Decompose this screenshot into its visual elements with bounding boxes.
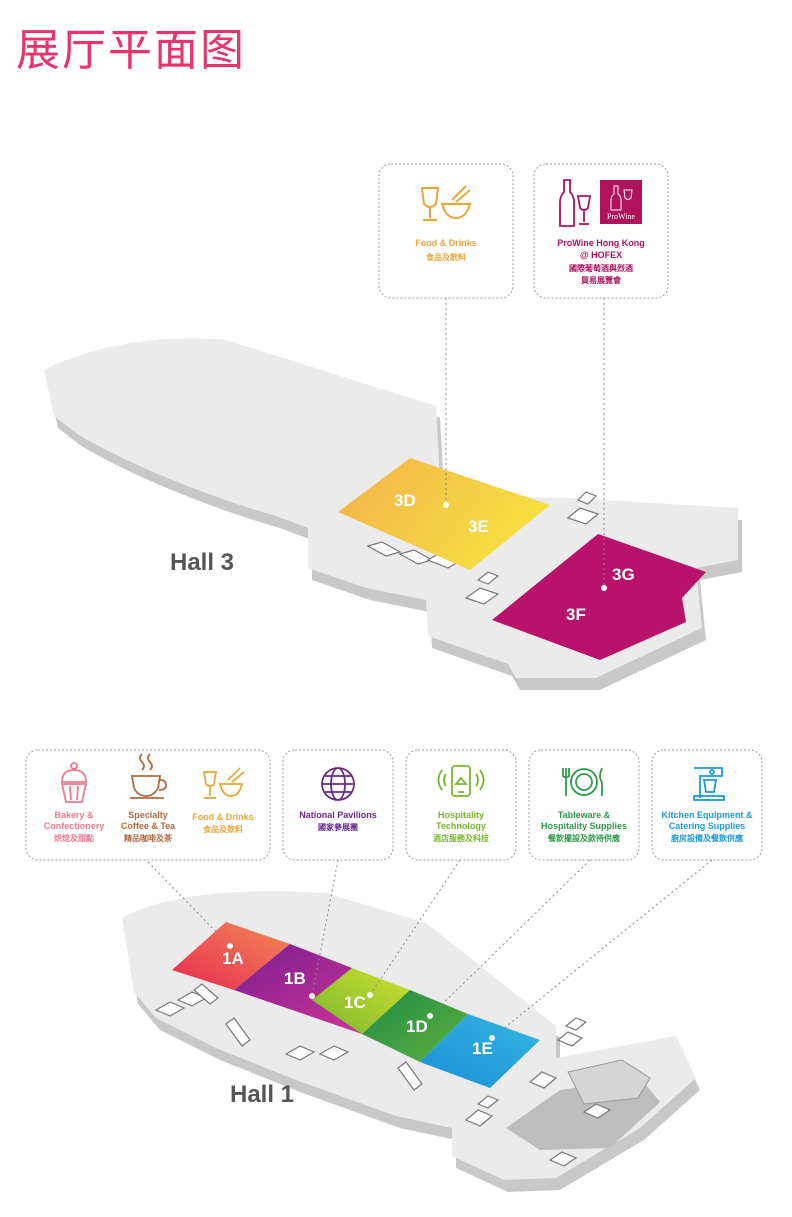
zone-1c[interactable] — [312, 968, 410, 1034]
hall3-food-zh: 食品及飲料 — [426, 252, 466, 262]
hall3-pin-food — [443, 502, 449, 508]
hall-3-label: Hall 3 — [170, 549, 234, 576]
zone-1e[interactable] — [420, 1014, 540, 1088]
zone-label-1a: 1A — [222, 949, 244, 968]
hall3-prowine-zh2: 貿易展覽會 — [581, 275, 622, 285]
zone-label-1c: 1C — [344, 993, 366, 1012]
kitchen-en2: Catering Supplies — [669, 821, 746, 831]
globe-icon — [321, 767, 355, 801]
zone-1a[interactable] — [172, 922, 290, 990]
zone-label-3g: 3G — [612, 565, 635, 584]
prowine-logo: ProWine — [600, 180, 642, 224]
zone-label-3e: 3E — [468, 517, 489, 536]
national-zh: 國家參展團 — [318, 822, 358, 832]
zone-label-1b: 1B — [284, 969, 306, 988]
wine-bowl-icon — [420, 185, 472, 221]
hall3-stairs — [366, 491, 600, 605]
bakery-zh: 烘焙及甜點 — [54, 833, 94, 843]
coffee-zh: 精品咖啡及茶 — [124, 833, 173, 843]
plate-icon — [562, 767, 603, 796]
tableware-zh: 餐飲擺設及款待供應 — [547, 833, 620, 843]
hall1-food-en: Food & Drinks — [192, 812, 254, 822]
zone-3d-3e[interactable] — [338, 458, 550, 570]
hall3-leader-lines — [445, 298, 605, 586]
hospitality-en2: Technology — [436, 821, 486, 831]
tableware-en1: Tableware & — [558, 810, 611, 820]
zone-3f-3g[interactable] — [492, 534, 706, 660]
kitchen-zh: 廚房設備及餐飲供應 — [671, 833, 743, 843]
kitchen-en1: Kitchen Equipment & — [661, 810, 753, 820]
hall1-stairs — [154, 983, 612, 1167]
phone-icon — [437, 765, 485, 797]
zone-label-3f: 3F — [566, 605, 586, 624]
hall1-leader-lines — [147, 859, 713, 1039]
hall3-prowine-zh1: 國際葡萄酒與烈酒 — [569, 263, 633, 273]
tableware-en2: Hospitality Supplies — [541, 821, 627, 831]
hall1-food-group-box[interactable]: Bakery & Confectionery 烘焙及甜點 Specialty C… — [25, 749, 271, 861]
hall3-pin-prowine — [601, 585, 607, 591]
hall3-prowine-en2: @ HOFEX — [580, 250, 622, 260]
hall1-tableware-box[interactable]: Tableware & Hospitality Supplies 餐飲擺設及款待… — [528, 749, 640, 861]
hall3-prowine-en1: ProWine Hong Kong — [557, 238, 644, 248]
hall3-prowine-box[interactable]: ProWine ProWine Hong Kong @ HOFEX 國際葡萄酒與… — [533, 163, 669, 299]
zone-label-1e: 1E — [472, 1039, 493, 1058]
hall3-food-box[interactable]: Food & Drinks 食品及飲料 — [378, 163, 514, 299]
page-title: 展厅平面图 — [16, 25, 246, 76]
wine-bottle-icon — [559, 179, 592, 227]
hall1-hospitality-box[interactable]: Hospitality Technology 酒店服務及科技 — [405, 749, 517, 861]
hall3-food-en: Food & Drinks — [415, 238, 477, 248]
zone-1d[interactable] — [362, 990, 468, 1062]
bakery-en2: Confectionery — [44, 821, 105, 831]
hall1-national-box[interactable]: National Pavilions 國家參展團 — [282, 749, 394, 861]
zone-label-3d: 3D — [394, 491, 416, 510]
national-en: National Pavilions — [299, 810, 377, 820]
coffee-en2: Coffee & Tea — [121, 821, 176, 831]
coffee-icon — [130, 753, 167, 799]
wine-bowl-icon — [202, 767, 245, 799]
hall1-pins — [227, 943, 495, 1041]
svg-text:ProWine: ProWine — [607, 212, 636, 221]
zone-label-1d: 1D — [406, 1017, 428, 1036]
hospitality-zh: 酒店服務及科技 — [433, 833, 490, 843]
hall1-kitchen-box[interactable]: Kitchen Equipment & Catering Supplies 廚房… — [651, 749, 763, 861]
coffee-en1: Specialty — [128, 810, 168, 820]
hospitality-en1: Hospitality — [438, 810, 484, 820]
mixer-icon — [693, 767, 725, 801]
hall1-food-zh: 食品及飲料 — [203, 824, 243, 834]
hall-1-label: Hall 1 — [230, 1081, 294, 1108]
cupcake-icon — [60, 762, 88, 803]
bakery-en1: Bakery & — [54, 810, 94, 820]
